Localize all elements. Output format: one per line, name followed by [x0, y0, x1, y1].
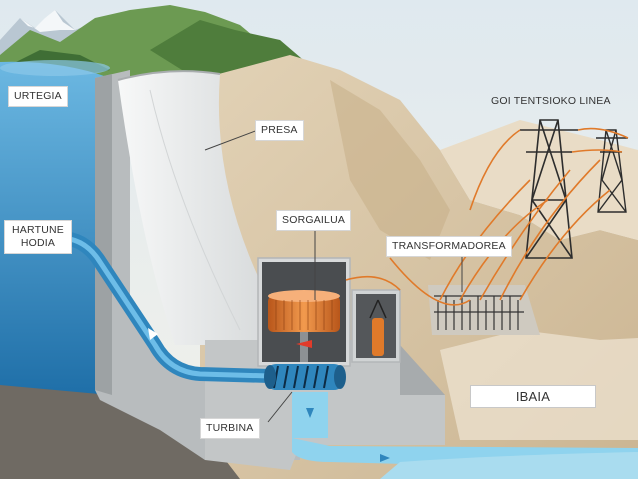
label-presa: PRESA	[255, 120, 304, 141]
dam-side	[95, 70, 300, 460]
rock-shadow	[330, 80, 450, 260]
generator	[268, 290, 340, 362]
river	[380, 452, 638, 479]
substation	[428, 285, 540, 335]
label-urtegia: URTEGIA	[8, 86, 68, 107]
label-goi-tentsioko-linea: GOI TENTSIOKO LINEA	[491, 95, 611, 107]
turbine	[264, 364, 346, 390]
label-sorgailua: SORGAILUA	[276, 210, 352, 231]
ground-rubble	[0, 385, 240, 479]
dam-side-shade	[95, 74, 112, 395]
label-turbina: TURBINA	[200, 418, 260, 439]
dam-face	[118, 71, 268, 345]
label-transformadorea: TRANSFORMADOREA	[386, 236, 512, 257]
snow-caps	[20, 10, 75, 32]
label-hodia: HODIA	[20, 237, 56, 249]
leader-lines	[204, 129, 463, 423]
transformer-unit	[372, 318, 384, 356]
label-hartune: HARTUNE	[12, 224, 64, 236]
label-hartune-hodia: HARTUNE HODIA	[4, 220, 72, 254]
label-ibaia: IBAIA	[470, 385, 596, 408]
